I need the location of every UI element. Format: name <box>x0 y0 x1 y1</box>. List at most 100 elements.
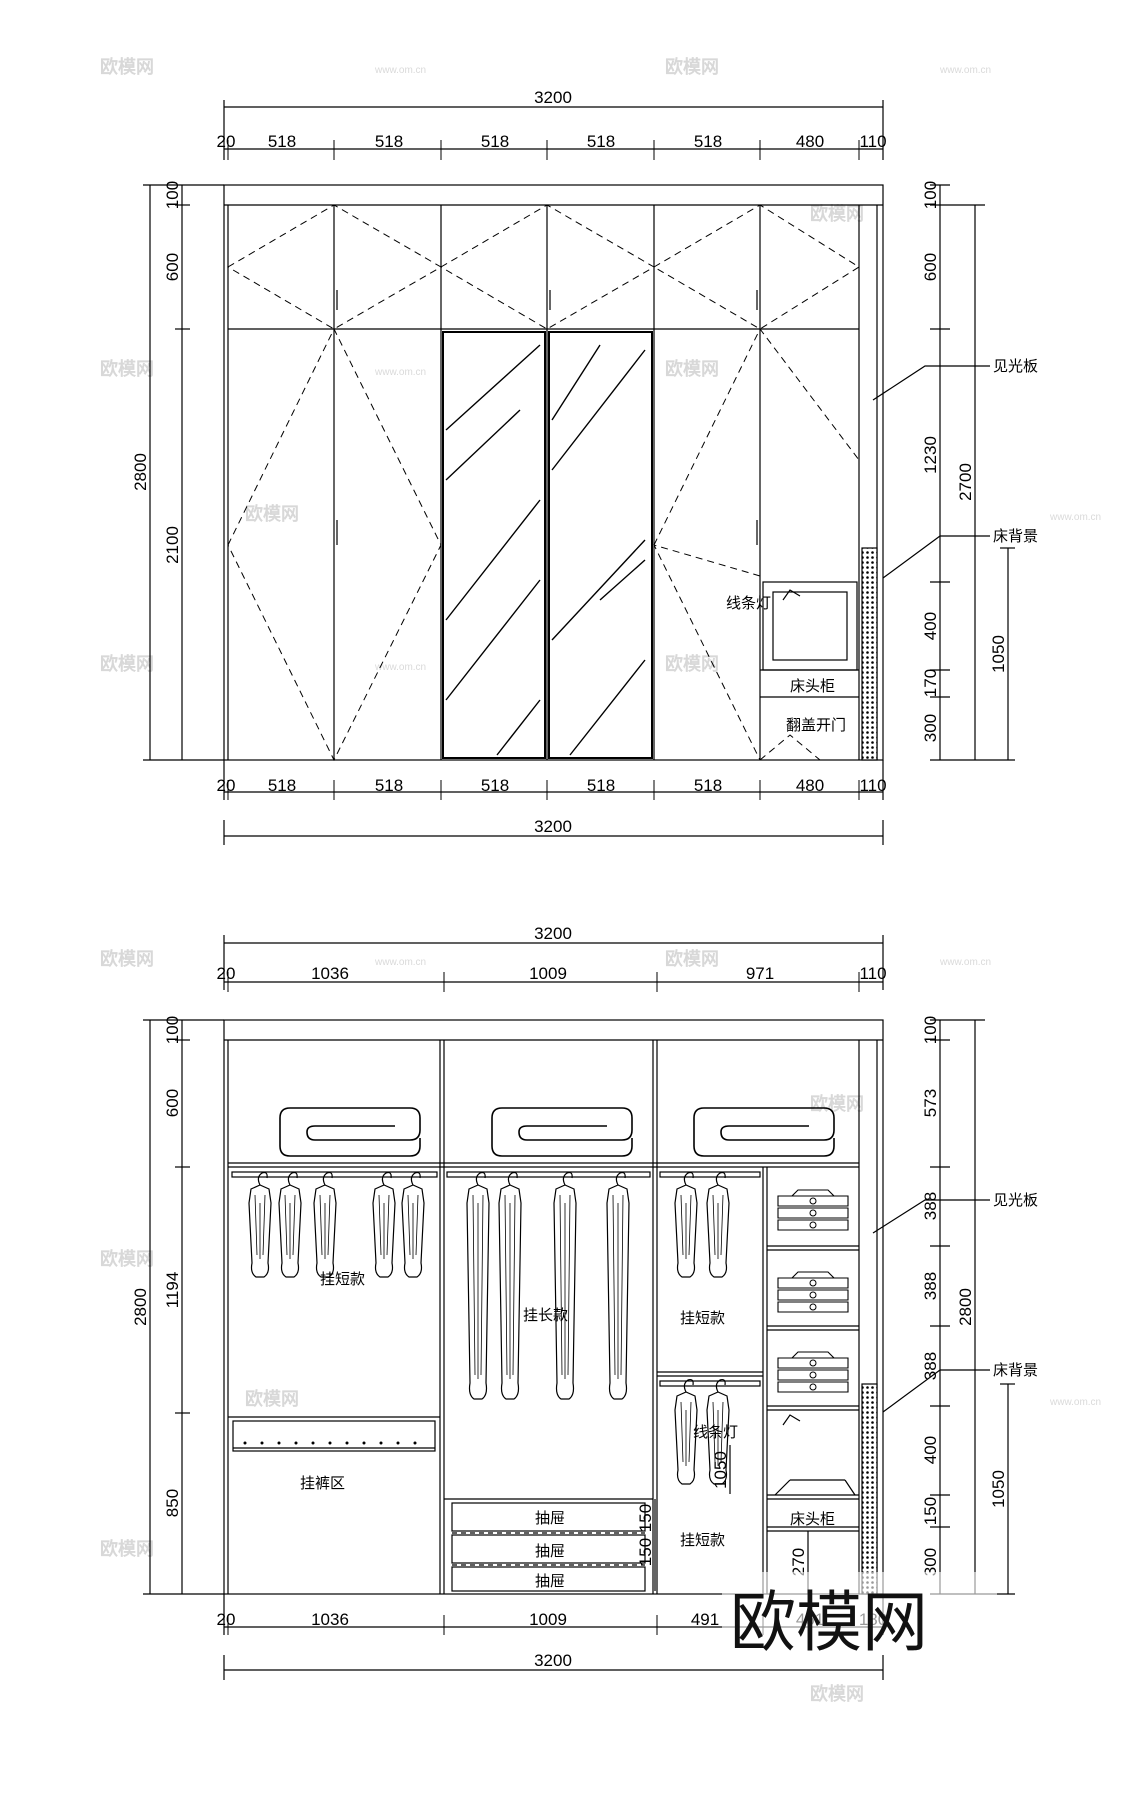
watermark-brand: 欧模网 <box>810 1683 864 1704</box>
dim-segment: 518 <box>481 132 509 151</box>
watermark-brand: 欧模网 <box>245 1388 299 1409</box>
dim-segment: 20 <box>217 132 236 151</box>
dim-overall-width-top: 3200 <box>534 924 572 943</box>
elevation-interior-view-labels: 3200 20 1036 1009 971 110 20 1036 1009 4… <box>131 924 1038 1670</box>
watermark-brand: 欧模网 <box>100 1248 154 1269</box>
dim-left-height: 850 <box>163 1489 182 1517</box>
label-nightstand: 床头柜 <box>790 678 835 695</box>
dim-right-height: 388 <box>921 1352 940 1380</box>
dim-right-height: 300 <box>921 1548 940 1576</box>
dim-left-total: 2800 <box>131 453 150 491</box>
dim-right-height: 1230 <box>921 436 940 474</box>
dim-right-height: 400 <box>921 612 940 640</box>
watermark-backdrop <box>722 1572 997 1654</box>
dim-right-height: 388 <box>921 1272 940 1300</box>
watermark-grid: 欧模网 www.om.cn 欧模网 www.om.cn 欧模网 www.om.c… <box>100 56 1101 1704</box>
watermark-url: www.om.cn <box>939 65 991 76</box>
dim-segment: 518 <box>268 776 296 795</box>
dim-right-height: 388 <box>921 1192 940 1220</box>
label-flap-door: 翻盖开门 <box>786 717 846 734</box>
elevation-door-view-labels: 3200 20 518 518 518 518 518 480 110 20 5… <box>131 88 1038 836</box>
label-strip-light: 线条灯 <box>726 595 771 612</box>
label-drawer: 抽屉 <box>535 1510 565 1527</box>
dim-right-height: 573 <box>921 1089 940 1117</box>
dim-right-height: 400 <box>921 1436 940 1464</box>
dim-segment: 1009 <box>529 1610 567 1629</box>
dim-left-height: 600 <box>163 253 182 281</box>
watermark-url: www.om.cn <box>374 65 426 76</box>
dim-right-height: 600 <box>921 253 940 281</box>
dim-segment: 518 <box>375 776 403 795</box>
dim-segment: 518 <box>587 132 615 151</box>
dim-right-height: 300 <box>921 714 940 742</box>
watermark-brand: 欧模网 <box>100 56 154 77</box>
dim-segment: 110 <box>859 132 886 151</box>
watermark-logo: 欧模网 <box>730 1585 928 1659</box>
dim-segment: 110 <box>859 964 886 983</box>
dim-left-height: 100 <box>163 181 182 209</box>
dim-segment: 110 <box>859 776 886 795</box>
label-hang-short: 挂短款 <box>680 1310 725 1327</box>
dim-segment: 518 <box>268 132 296 151</box>
dim-right-height: 170 <box>921 669 940 697</box>
dim-segment: 1036 <box>311 1610 349 1629</box>
dim-segment: 518 <box>587 776 615 795</box>
dim-segment: 480 <box>796 132 824 151</box>
label-bed-back: 床背景 <box>993 1362 1038 1379</box>
dim-right-total: 2700 <box>956 463 975 501</box>
label-bed-back: 床背景 <box>993 528 1038 545</box>
dim-right-total: 2800 <box>956 1288 975 1326</box>
dim-left-total: 2800 <box>131 1288 150 1326</box>
dim-drawer-height: 150 <box>636 1538 655 1566</box>
label-hang-long: 挂长款 <box>523 1307 568 1324</box>
watermark-url: www.om.cn <box>939 957 991 968</box>
dim-right-total: 1050 <box>989 1470 1008 1508</box>
dim-segment: 1009 <box>529 964 567 983</box>
label-light-panel: 见光板 <box>993 1191 1038 1209</box>
watermark-brand: 欧模网 <box>100 358 154 379</box>
dim-segment: 518 <box>694 776 722 795</box>
watermark-brand: 欧模网 <box>245 503 299 524</box>
watermark-brand: 欧模网 <box>665 56 719 77</box>
dim-segment: 20 <box>217 776 236 795</box>
dim-left-height: 2100 <box>163 526 182 564</box>
dim-right-total: 1050 <box>989 635 1008 673</box>
label-hang-short: 挂短款 <box>680 1532 725 1549</box>
dim-segment: 20 <box>217 1610 236 1629</box>
watermark-brand: 欧模网 <box>665 653 719 674</box>
label-light-panel: 见光板 <box>993 357 1038 375</box>
dim-segment: 20 <box>217 964 236 983</box>
dim-left-height: 1194 <box>163 1272 182 1309</box>
watermark-brand: 欧模网 <box>810 1093 864 1114</box>
watermark-brand: 欧模网 <box>810 203 864 224</box>
watermark-brand: 欧模网 <box>100 948 154 969</box>
label-strip-light: 线条灯 <box>693 1424 738 1441</box>
label-nightstand: 床头柜 <box>790 1511 835 1528</box>
watermark-url: www.om.cn <box>374 957 426 968</box>
dim-right-height: 150 <box>921 1497 940 1525</box>
dim-left-height: 100 <box>163 1016 182 1044</box>
dim-segment: 491 <box>691 1610 719 1629</box>
dim-segment: 518 <box>694 132 722 151</box>
label-pants-area: 挂裤区 <box>300 1475 345 1492</box>
watermark-url: www.om.cn <box>1049 1397 1101 1408</box>
watermark-brand: 欧模网 <box>100 653 154 674</box>
watermark-url: www.om.cn <box>374 662 426 673</box>
dim-overall-width-bottom: 3200 <box>534 1651 572 1670</box>
dim-segment: 971 <box>746 964 774 983</box>
dim-overall-width-top: 3200 <box>534 88 572 107</box>
dim-cabinet-height: 270 <box>789 1548 808 1576</box>
watermark-brand: 欧模网 <box>100 1538 154 1559</box>
dim-drawer-height: 150 <box>636 1504 655 1532</box>
label-drawer: 抽屉 <box>535 1573 565 1590</box>
dim-right-height: 100 <box>921 181 940 209</box>
label-hang-short: 挂短款 <box>320 1271 365 1288</box>
watermark-brand: 欧模网 <box>665 358 719 379</box>
dim-right-height: 100 <box>921 1016 940 1044</box>
dim-segment: 518 <box>375 132 403 151</box>
label-drawer: 抽屉 <box>535 1543 565 1560</box>
watermark-url: www.om.cn <box>1049 512 1101 523</box>
watermark-brand: 欧模网 <box>665 948 719 969</box>
dim-left-height: 600 <box>163 1089 182 1117</box>
